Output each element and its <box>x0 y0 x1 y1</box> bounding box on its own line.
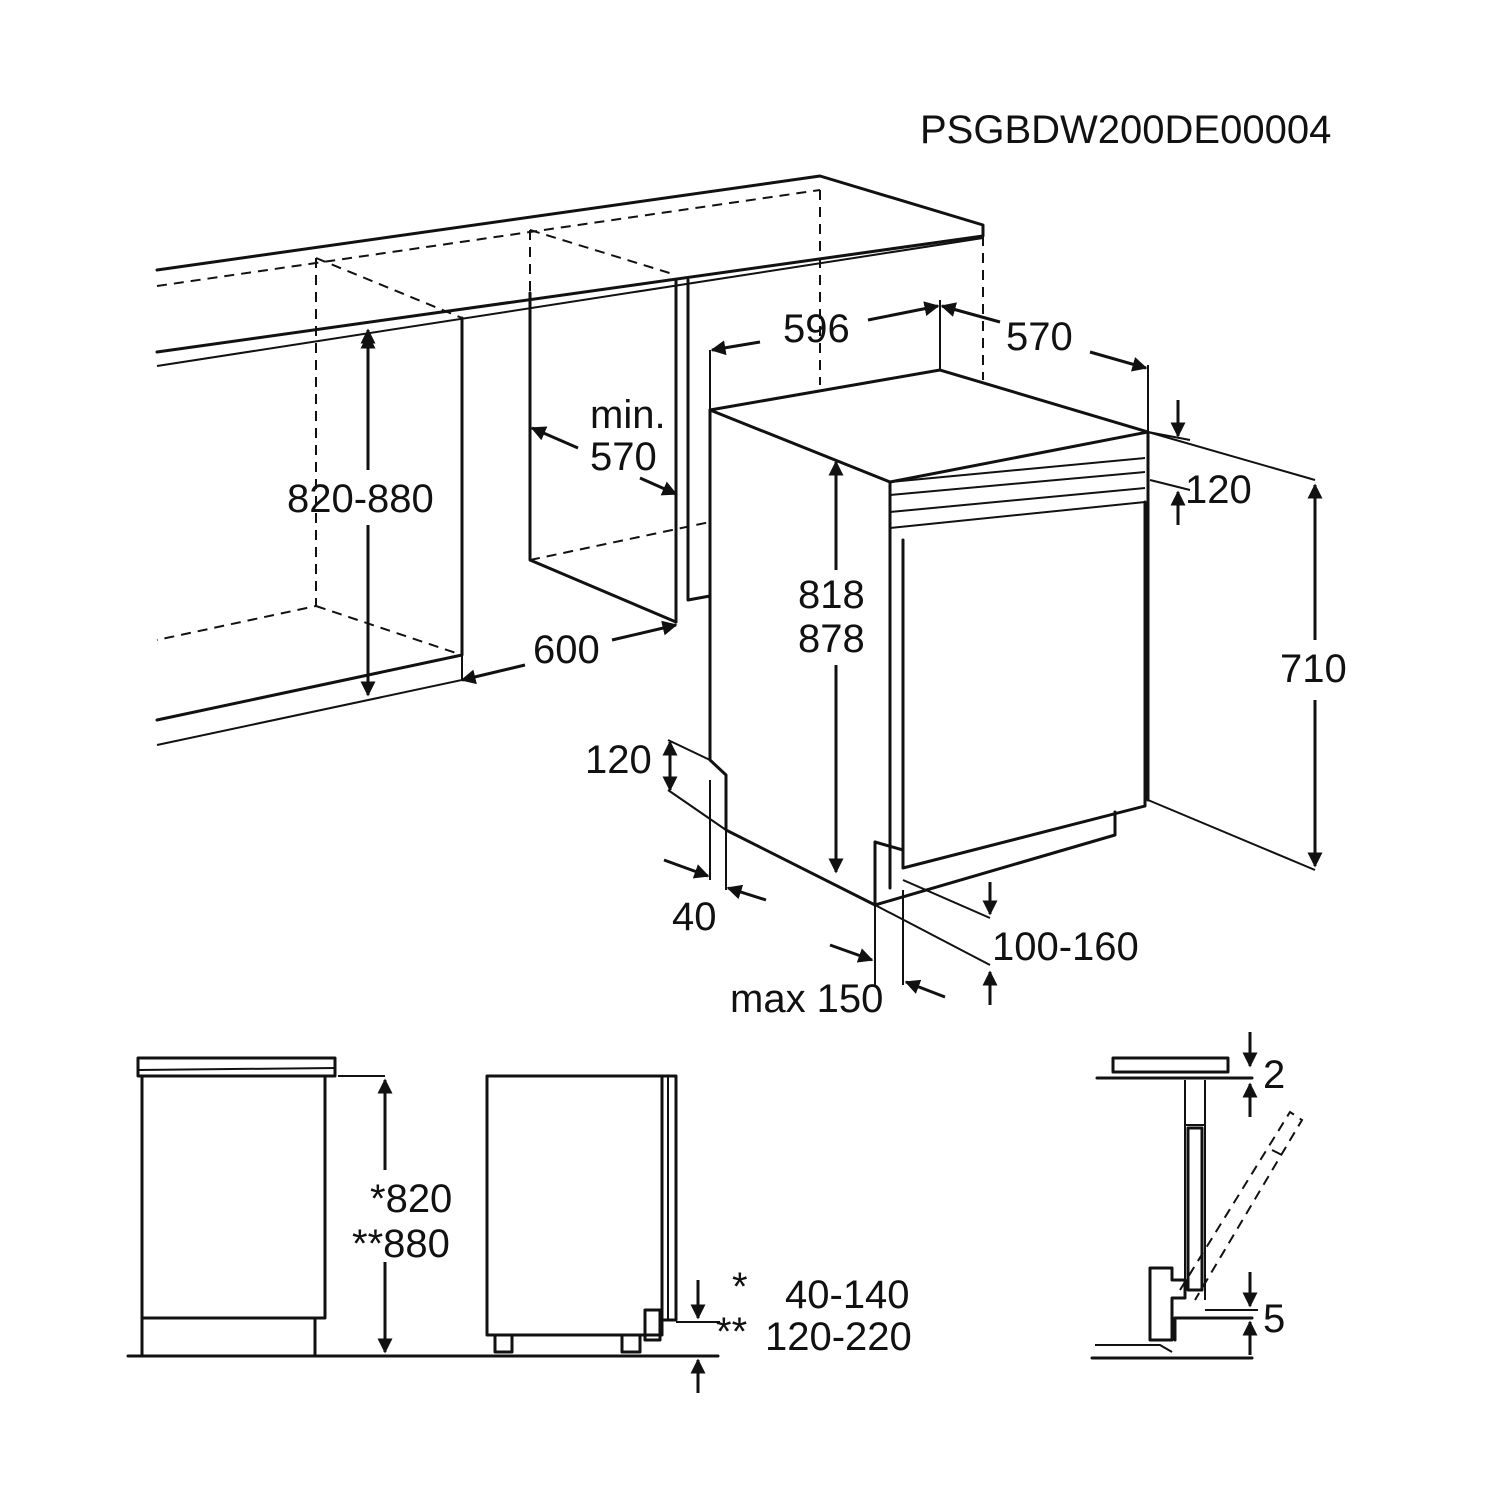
label-width-596: 596 <box>783 307 850 351</box>
label-double-star: ** <box>716 1310 747 1354</box>
label-setback-40: 40 <box>672 895 717 939</box>
label-gap-2: 2 <box>1263 1053 1285 1097</box>
label-dstar-880: **880 <box>352 1222 450 1266</box>
label-range-40-140: 40-140 <box>785 1273 910 1317</box>
label-min: min. <box>590 393 666 437</box>
side-view-cabinet <box>126 1056 720 1358</box>
label-plinth-100-160: 100-160 <box>992 925 1139 969</box>
label-gap-5: 5 <box>1263 1297 1285 1341</box>
label-height-820-880: 820-880 <box>287 477 434 521</box>
label-min-570: 570 <box>590 435 657 479</box>
label-star-820: *820 <box>370 1177 452 1221</box>
product-code: PSGBDW200DE00004 <box>920 108 1331 152</box>
label-height-710: 710 <box>1280 647 1347 691</box>
dimension-lines <box>360 300 1323 1005</box>
label-plinth-120: 120 <box>585 738 652 782</box>
side-view-dishwasher <box>485 1074 720 1393</box>
door-detail-labels: 2 5 <box>1263 1053 1285 1341</box>
label-top-120: 120 <box>1185 468 1252 512</box>
dishwasher-main <box>708 368 1150 907</box>
dimension-labels: 596 570 min. 570 820-880 600 818 878 120… <box>287 307 1347 1021</box>
label-range-120-220: 120-220 <box>765 1315 912 1359</box>
label-width-600: 600 <box>533 628 600 672</box>
side-view-labels: *820 **880 * ** 40-140 120-220 <box>352 1177 912 1359</box>
door-detail <box>1090 1032 1304 1360</box>
label-star: * <box>732 1265 748 1309</box>
label-depth-570: 570 <box>1006 315 1073 359</box>
label-max-150: max 150 <box>730 977 883 1021</box>
label-height-818: 818 <box>798 573 865 617</box>
kitchen-cabinets <box>155 174 985 746</box>
label-height-878: 878 <box>798 617 865 661</box>
